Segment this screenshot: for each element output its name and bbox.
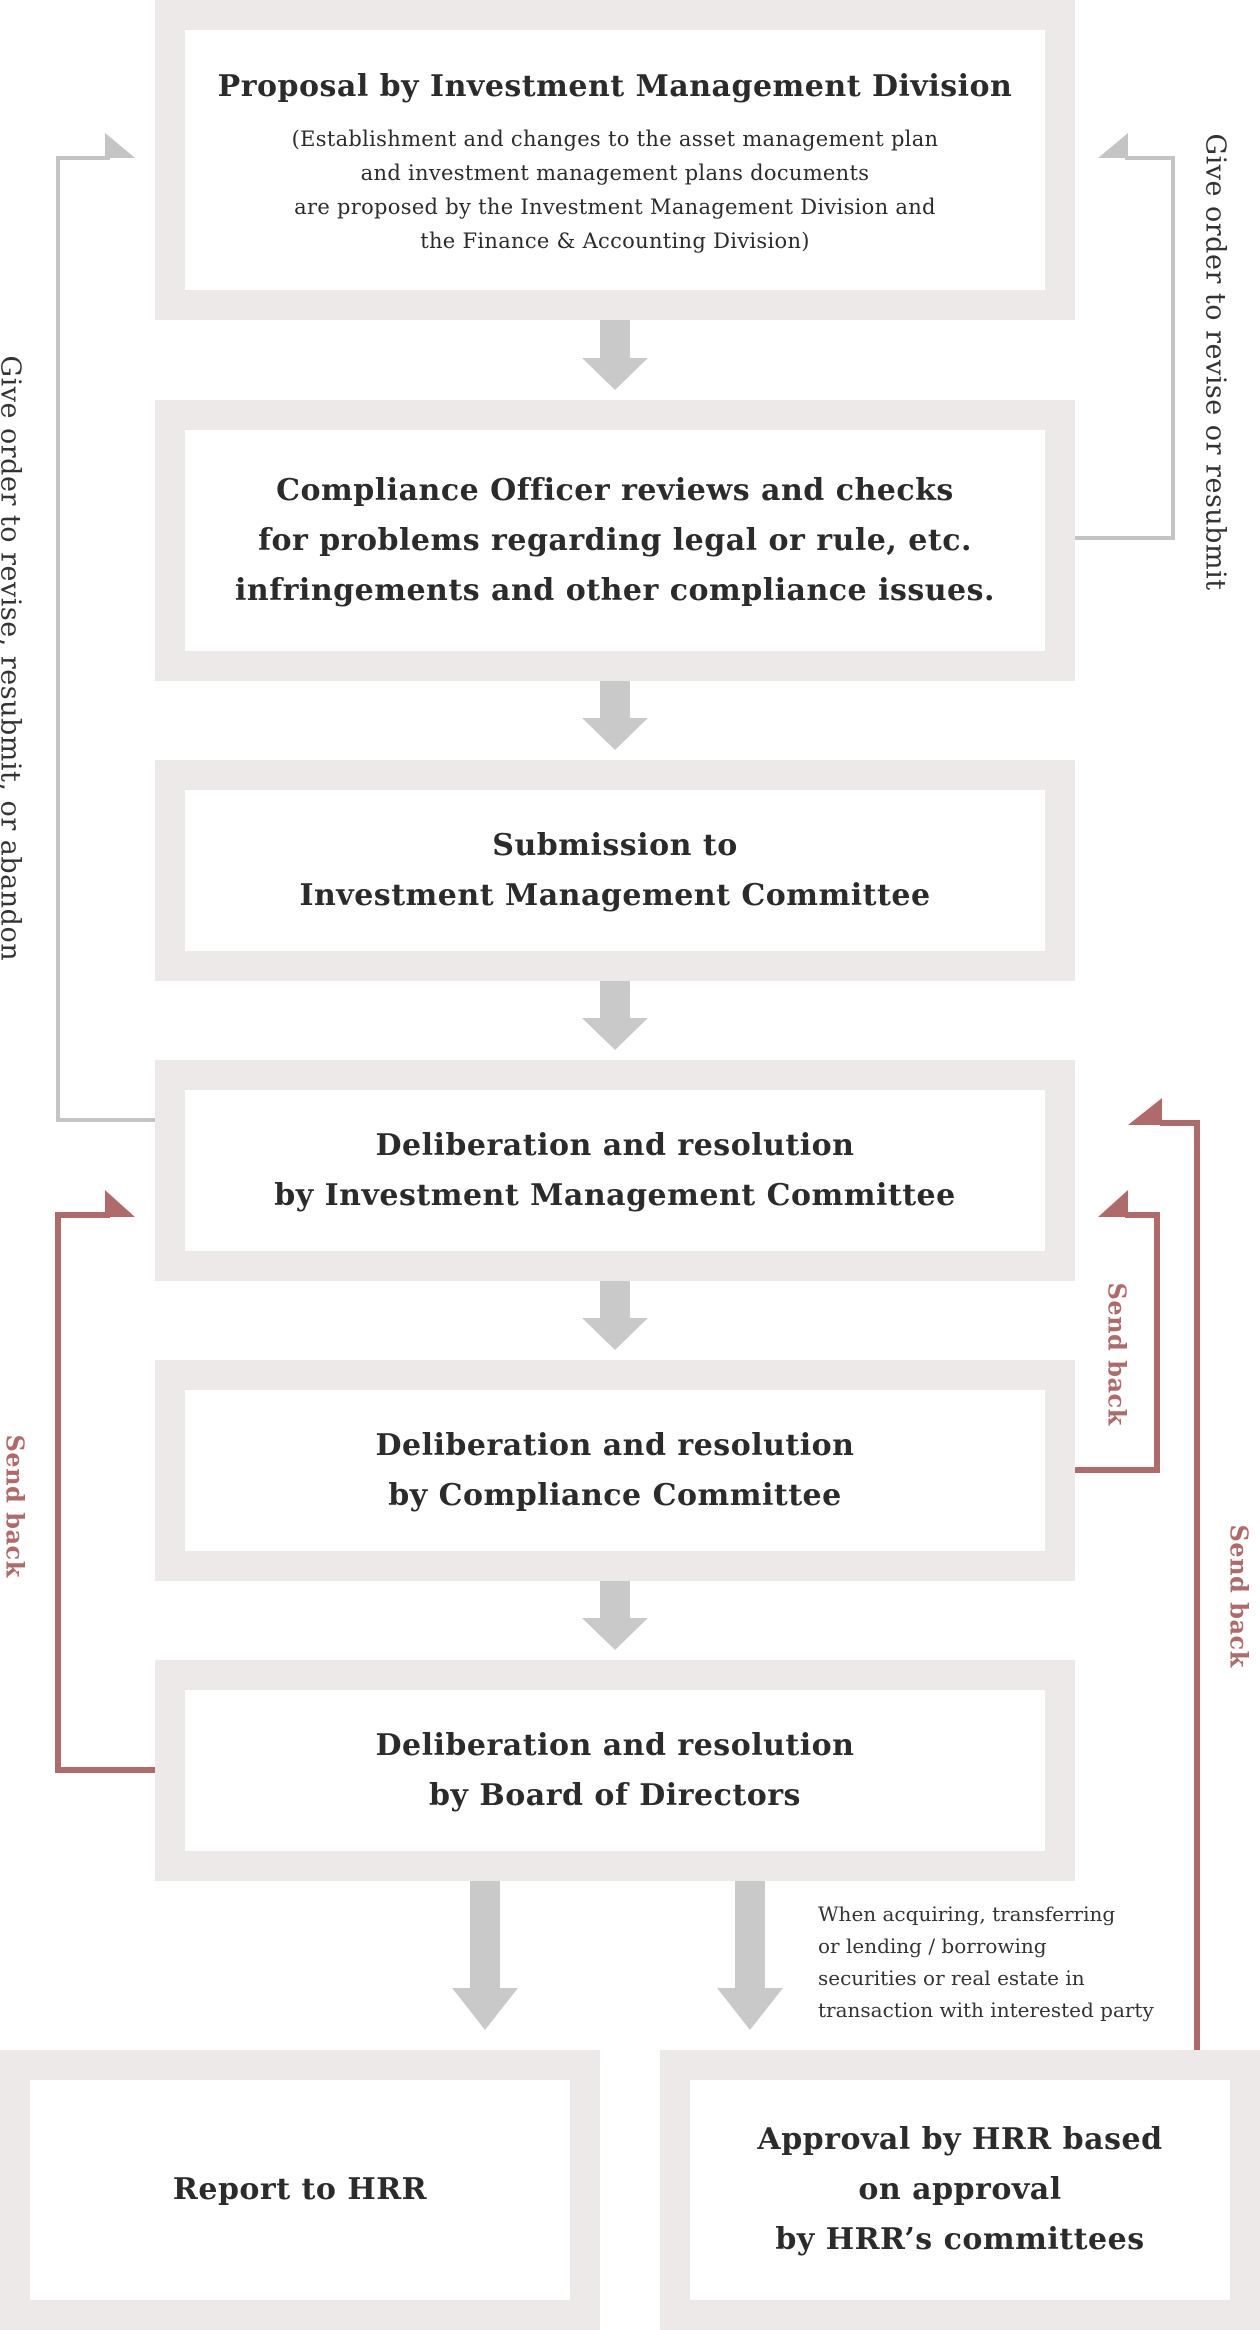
left-gray-loop-label: Give order to revise, resubmit, or aband…: [0, 355, 26, 962]
right-gray-loop-label: Give order to revise or resubmit: [1199, 133, 1231, 591]
down-arrow-report: [452, 1881, 518, 2030]
down-arrow-4: [582, 1281, 648, 1350]
send-back-mid-arrowhead: [1098, 1190, 1128, 1217]
submission-box: Submission to Investment Management Comm…: [155, 760, 1075, 981]
compliance-officer-title: Compliance Officer reviews and checks fo…: [235, 472, 995, 608]
down-arrow-3: [582, 981, 648, 1050]
submission-title: Submission to Investment Management Comm…: [299, 827, 931, 913]
send-back-right-label: Send back: [1224, 1524, 1254, 1668]
send-back-left-label: Send back: [0, 1434, 30, 1578]
send-back-left-arrowhead: [105, 1190, 135, 1217]
send-back-right-arrowhead: [1128, 1098, 1162, 1125]
send-back-mid-label: Send back: [1102, 1282, 1132, 1426]
proposal-title: Proposal by Investment Management Divisi…: [217, 69, 1013, 104]
report-title: Report to HRR: [172, 2172, 428, 2207]
board-deliberation-title: Deliberation and resolution by Board of …: [375, 1727, 855, 1813]
send-back-mid-line: [1075, 1212, 1160, 1473]
report-box: Report to HRR: [0, 2050, 600, 2330]
interested-party-note: When acquiring, transferring or lending …: [818, 1902, 1154, 2022]
compliance-committee-title: Deliberation and resolution by Complianc…: [375, 1427, 855, 1513]
imc-deliberation-title: Deliberation and resolution by Investmen…: [274, 1127, 956, 1213]
send-back-right-line: [1160, 1120, 1200, 2050]
right-gray-loop-line: [1075, 156, 1175, 540]
proposal-detail: (Establishment and changes to the asset …: [291, 127, 939, 253]
down-arrow-1: [582, 320, 648, 390]
imc-deliberation-box: Deliberation and resolution by Investmen…: [155, 1060, 1075, 1281]
right-gray-loop-arrowhead: [1098, 133, 1128, 158]
down-arrow-2: [582, 681, 648, 750]
send-back-left-line: [55, 1212, 155, 1773]
down-arrow-approval: [717, 1881, 783, 2030]
down-arrow-5: [582, 1581, 648, 1650]
board-deliberation-box: Deliberation and resolution by Board of …: [155, 1660, 1075, 1881]
proposal-box: Proposal by Investment Management Divisi…: [155, 0, 1075, 320]
approval-title: Approval by HRR based on approval by HRR…: [757, 2122, 1163, 2257]
compliance-officer-box: Compliance Officer reviews and checks fo…: [155, 400, 1075, 681]
approval-box: Approval by HRR based on approval by HRR…: [660, 2050, 1260, 2330]
compliance-committee-box: Deliberation and resolution by Complianc…: [155, 1360, 1075, 1581]
left-gray-loop-line: [56, 156, 155, 1122]
